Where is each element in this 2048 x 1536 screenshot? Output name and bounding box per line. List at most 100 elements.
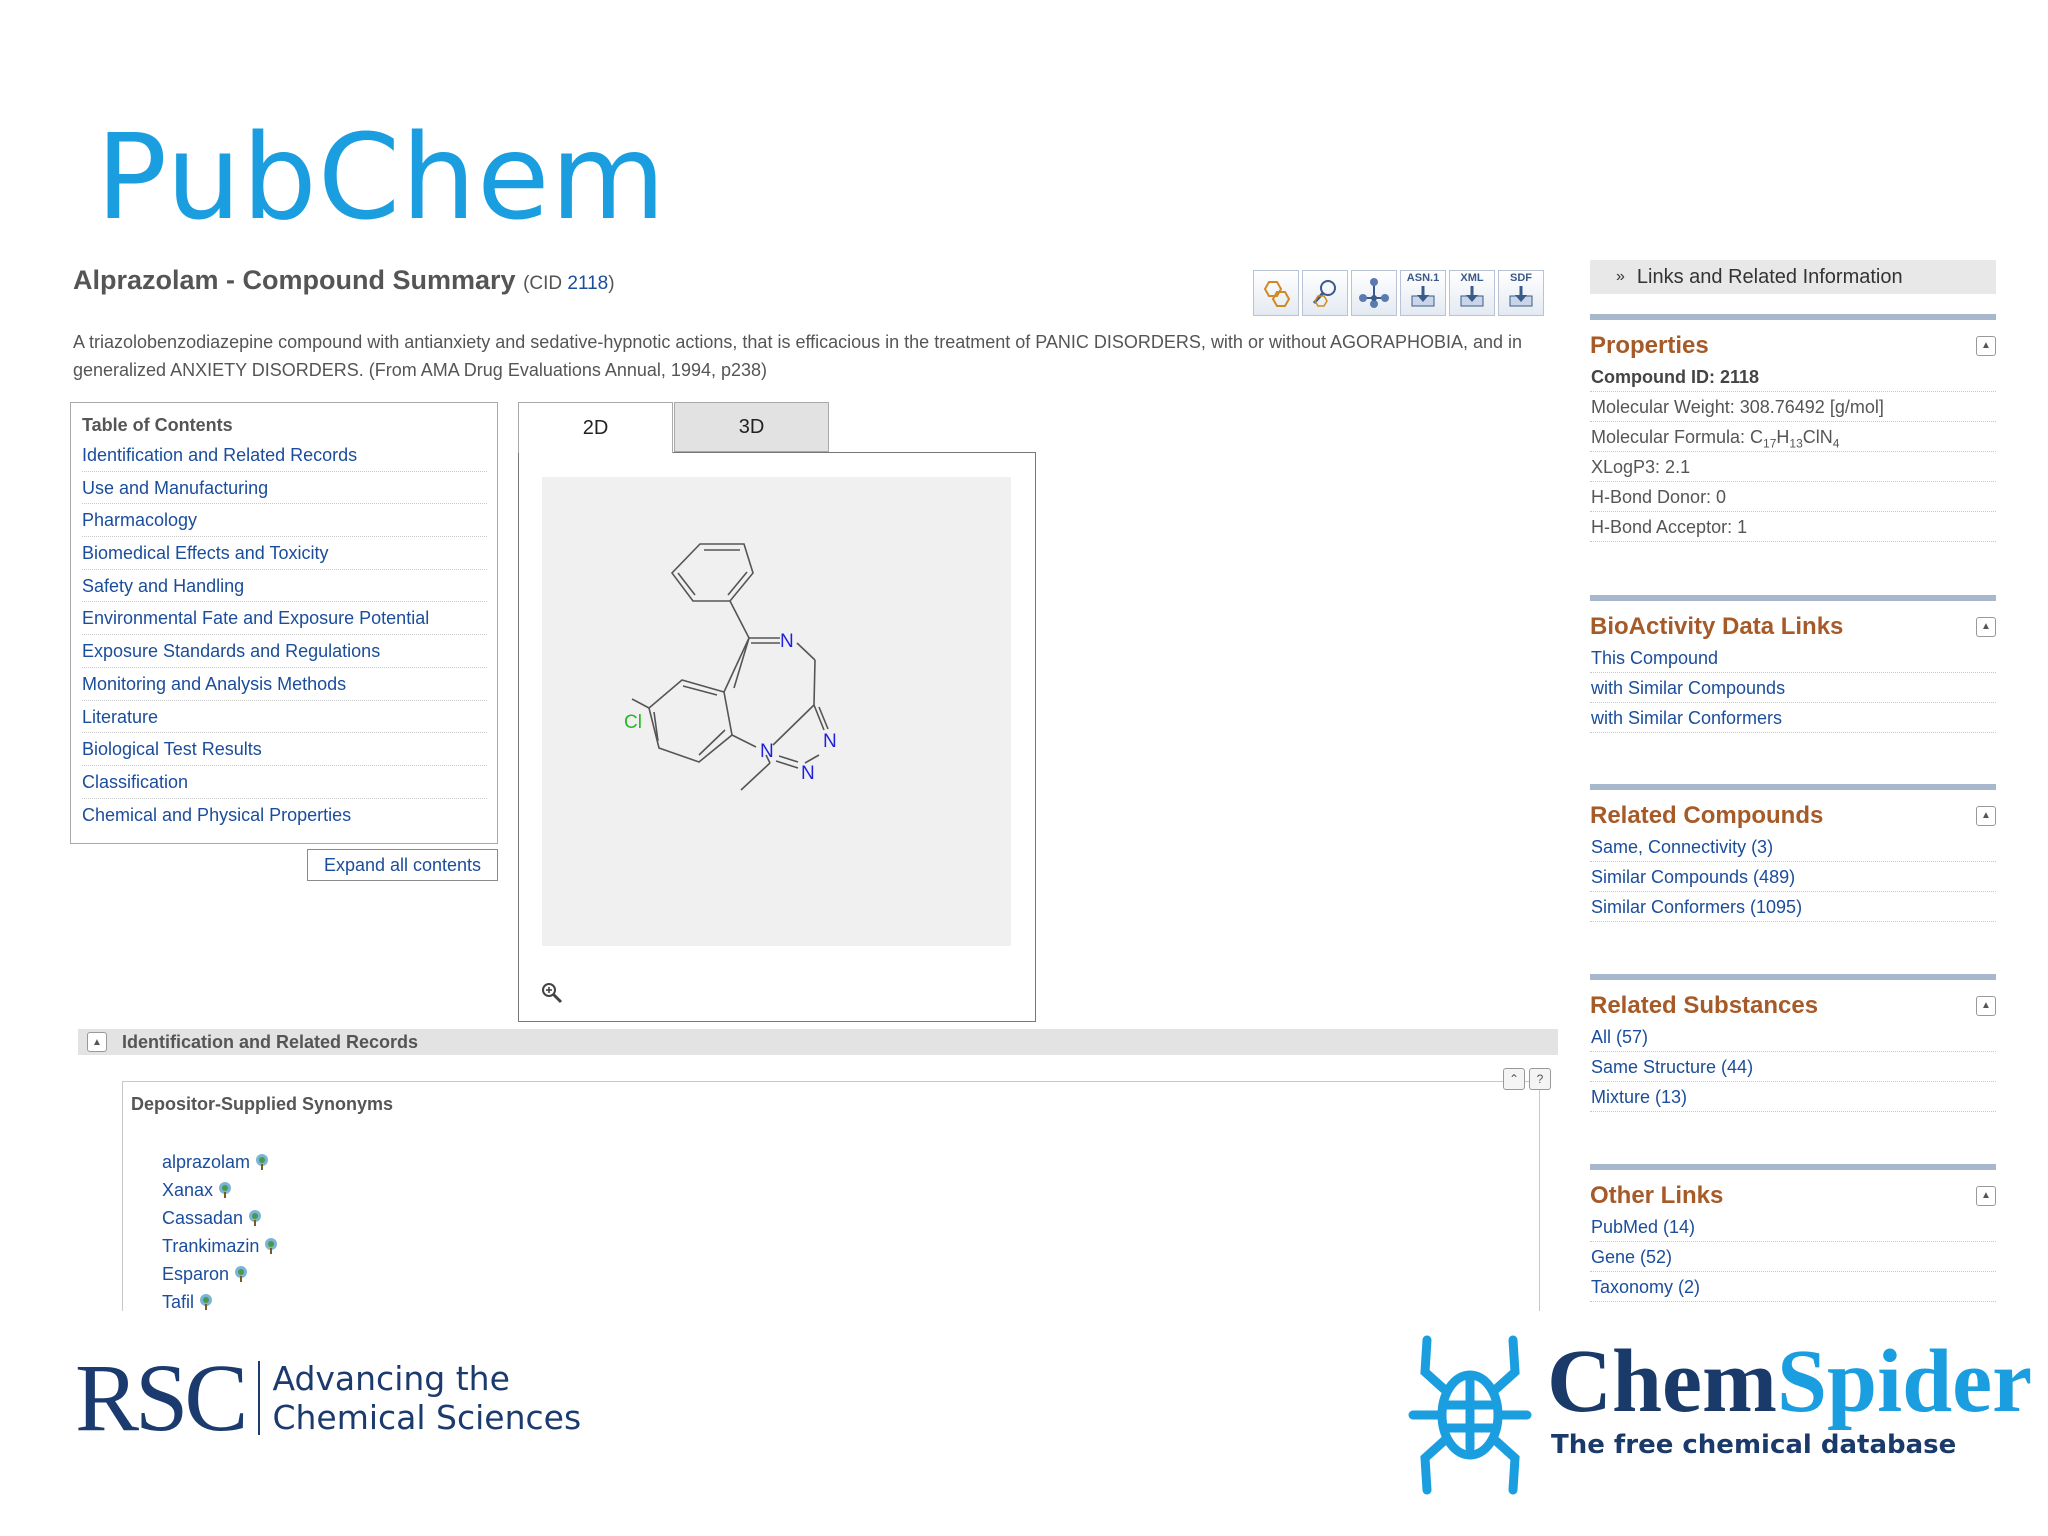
property-compound-id: Compound ID: 2118 <box>1590 362 1996 392</box>
tree-icon[interactable] <box>253 1153 271 1171</box>
property-molecular-weight: Molecular Weight: 308.76492 [g/mol] <box>1590 392 1996 422</box>
pubmed-link[interactable]: PubMed (14) <box>1591 1217 1696 1237</box>
links-related-info-header[interactable]: » Links and Related Information <box>1590 260 1996 294</box>
expand-all-button[interactable]: Expand all contents <box>307 849 498 881</box>
substances-all-link[interactable]: All (57) <box>1591 1027 1649 1047</box>
double-chevron-icon: » <box>1616 268 1625 285</box>
list-item: Tafil <box>162 1288 280 1316</box>
atom-n-1: N <box>780 631 794 652</box>
synonym-link[interactable]: Xanax <box>162 1179 214 1200</box>
property-xlogp: XLogP3: 2.1 <box>1590 452 1996 482</box>
tab-3d[interactable]: 3D <box>674 402 829 452</box>
synonym-link[interactable]: alprazolam <box>162 1151 251 1172</box>
related-substances-title: Related Substances▲ <box>1590 990 1996 1022</box>
cid-suffix: ) <box>608 273 615 294</box>
structure-search-icon <box>1263 281 1291 307</box>
similar-conformers-link[interactable]: Similar Conformers (1095) <box>1591 897 1803 917</box>
formula-n-sub: 4 <box>1832 436 1840 451</box>
toc-item-identification[interactable]: Identification and Related Records <box>82 439 487 472</box>
other-links-section: Other Links ▲ PubMed (14) Gene (52) Taxon… <box>1590 1164 1996 1302</box>
collapse-icon[interactable]: ▲ <box>1976 617 1996 637</box>
identification-section-header[interactable]: ▲ Identification and Related Records <box>78 1029 1558 1055</box>
properties-section: Properties▲ Compound ID: 2118 Molecular … <box>1590 314 1996 542</box>
chemspider-name-spider: Spider <box>1776 1332 2033 1431</box>
tab-2d[interactable]: 2D <box>518 402 673 453</box>
toc-item-safety-handling[interactable]: Safety and Handling <box>82 570 487 603</box>
viewer-frame: N N N N Cl <box>518 452 1036 1022</box>
structure-search-button[interactable] <box>1253 270 1299 316</box>
tree-icon[interactable] <box>232 1265 250 1283</box>
toc-item-use-manufacturing[interactable]: Use and Manufacturing <box>82 472 487 505</box>
zoom-in-icon[interactable] <box>540 981 564 1005</box>
synonym-link[interactable]: Esparon <box>162 1263 230 1284</box>
structure-viewer: 2D 3D <box>518 402 1036 1022</box>
synonym-link[interactable]: Cassadan <box>162 1207 244 1228</box>
toc-item-biomedical-effects[interactable]: Biomedical Effects and Toxicity <box>82 537 487 570</box>
xml-label: XML <box>1460 272 1484 284</box>
collapse-icon[interactable]: ▲ <box>1976 1186 1996 1206</box>
substances-mixture-link[interactable]: Mixture (13) <box>1591 1087 1688 1107</box>
collapse-icon[interactable]: ▲ <box>1976 996 1996 1016</box>
bioactivity-similar-compounds-link[interactable]: with Similar Compounds <box>1591 678 1786 698</box>
list-item: alprazolam <box>162 1148 280 1176</box>
rsc-tagline-line-1: Advancing the <box>272 1359 510 1398</box>
structure-toolbar: ASN.1 XML SDF <box>1253 270 1544 316</box>
toc-item-literature[interactable]: Literature <box>82 701 487 734</box>
scroll-top-icon[interactable]: ⌃ <box>1503 1068 1525 1090</box>
3d-conformer-button[interactable] <box>1351 270 1397 316</box>
tree-icon[interactable] <box>197 1293 215 1311</box>
rsc-mark: RSC <box>75 1344 248 1451</box>
chemspider-tagline: The free chemical database <box>1551 1430 1957 1460</box>
synonyms-title: Depositor-Supplied Synonyms <box>131 1094 394 1114</box>
collapse-icon[interactable]: ▲ <box>1976 336 1996 356</box>
bioactivity-title-label: BioActivity Data Links <box>1590 613 1844 640</box>
bioactivity-similar-conformers-link[interactable]: with Similar Conformers <box>1591 708 1783 728</box>
toc-item-monitoring-methods[interactable]: Monitoring and Analysis Methods <box>82 668 487 701</box>
synonym-link[interactable]: Tafil <box>162 1291 195 1312</box>
property-hbond-donor: H-Bond Donor: 0 <box>1590 482 1996 512</box>
download-xml-button[interactable]: XML <box>1449 270 1495 316</box>
similarity-search-button[interactable] <box>1302 270 1348 316</box>
collapse-icon[interactable]: ▲ <box>1976 806 1996 826</box>
list-item: Taxonomy (2) <box>1590 1272 1996 1302</box>
toc-item-classification[interactable]: Classification <box>82 766 487 799</box>
structure-image: N N N N Cl <box>542 477 1011 946</box>
page-title: Alprazolam - Compound Summary (CID 2118) <box>73 265 615 296</box>
collapse-icon[interactable]: ▲ <box>87 1032 107 1052</box>
other-links-title-label: Other Links <box>1590 1182 1724 1209</box>
related-substances-section: Related Substances▲ All (57) Same Struct… <box>1590 974 1996 1112</box>
links-header-label: Links and Related Information <box>1636 265 1903 288</box>
toc-item-environmental-fate[interactable]: Environmental Fate and Exposure Potentia… <box>82 602 487 636</box>
formula-c-sub: 17 <box>1763 436 1777 451</box>
same-connectivity-link[interactable]: Same, Connectivity (3) <box>1591 837 1774 857</box>
bioactivity-section: BioActivity Data Links ▲ This Compound wi… <box>1590 595 1996 733</box>
list-item: Mixture (13) <box>1590 1082 1996 1112</box>
help-icon[interactable]: ? <box>1529 1068 1551 1090</box>
tree-icon[interactable] <box>262 1237 280 1255</box>
list-item: Same, Connectivity (3) <box>1590 832 1996 862</box>
download-icon <box>1411 286 1435 307</box>
toc-item-chemical-physical-properties[interactable]: Chemical and Physical Properties <box>82 804 352 825</box>
download-asn1-button[interactable]: ASN.1 <box>1400 270 1446 316</box>
tree-icon[interactable] <box>216 1181 234 1199</box>
compound-title: Alprazolam - Compound Summary <box>73 265 516 295</box>
tree-icon[interactable] <box>246 1209 264 1227</box>
substances-same-structure-link[interactable]: Same Structure (44) <box>1591 1057 1754 1077</box>
bioactivity-this-compound-link[interactable]: This Compound <box>1591 648 1719 668</box>
synonyms-tools: ⌃ ? <box>1503 1068 1551 1090</box>
taxonomy-link[interactable]: Taxonomy (2) <box>1591 1277 1701 1297</box>
toc-item-exposure-standards[interactable]: Exposure Standards and Regulations <box>82 635 487 668</box>
related-compounds-title: Related Compounds▲ <box>1590 800 1996 832</box>
similar-compounds-link[interactable]: Similar Compounds (489) <box>1591 867 1796 887</box>
gene-link[interactable]: Gene (52) <box>1591 1247 1673 1267</box>
download-sdf-button[interactable]: SDF <box>1498 270 1544 316</box>
magnifier-structure-icon <box>1312 280 1336 307</box>
download-icon <box>1460 286 1484 307</box>
cid-link[interactable]: 2118 <box>567 273 609 294</box>
properties-title: Properties▲ <box>1590 330 1996 362</box>
synonym-link[interactable]: Trankimazin <box>162 1235 260 1256</box>
download-icon <box>1509 286 1533 307</box>
toc-item-pharmacology[interactable]: Pharmacology <box>82 504 487 538</box>
synonyms-list: alprazolam Xanax Cassadan Trankimazin Es… <box>162 1148 280 1316</box>
toc-item-biological-test-results[interactable]: Biological Test Results <box>82 733 487 766</box>
